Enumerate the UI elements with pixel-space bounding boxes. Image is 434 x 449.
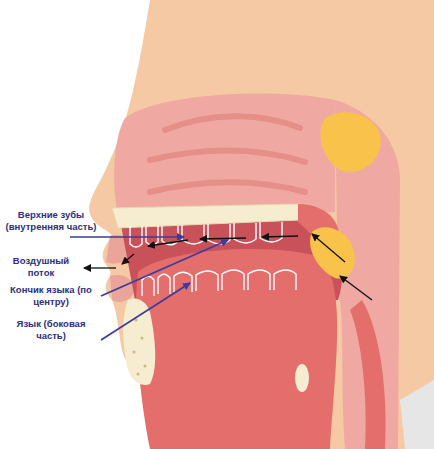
skin: [89, 0, 434, 449]
leader-lines: [70, 237, 228, 340]
label-text: Кончик языка (по центру): [4, 284, 98, 307]
label-text: Язык (боковая часть): [4, 318, 98, 341]
larynx: [350, 300, 386, 449]
hyoid-bone: [295, 364, 309, 392]
jaw-bone: [123, 299, 155, 386]
turbinate: [165, 116, 300, 130]
adenoid: [320, 112, 380, 172]
label-text: Верхние зубы (внутренняя часть): [4, 209, 98, 232]
nasal-cavity: [114, 94, 335, 214]
lower-lip: [110, 275, 134, 302]
tongue: [136, 249, 337, 449]
upper-teeth: [130, 222, 282, 247]
tonsil: [310, 227, 355, 278]
turbinate: [150, 150, 305, 162]
airflow-arrows: [84, 234, 372, 300]
trachea: [400, 380, 434, 449]
lower-teeth: [142, 270, 296, 296]
turbinate: [150, 182, 305, 192]
label-text: Воздушный поток: [4, 255, 78, 278]
hard-palate: [112, 204, 300, 228]
bone-dots: [133, 319, 147, 376]
